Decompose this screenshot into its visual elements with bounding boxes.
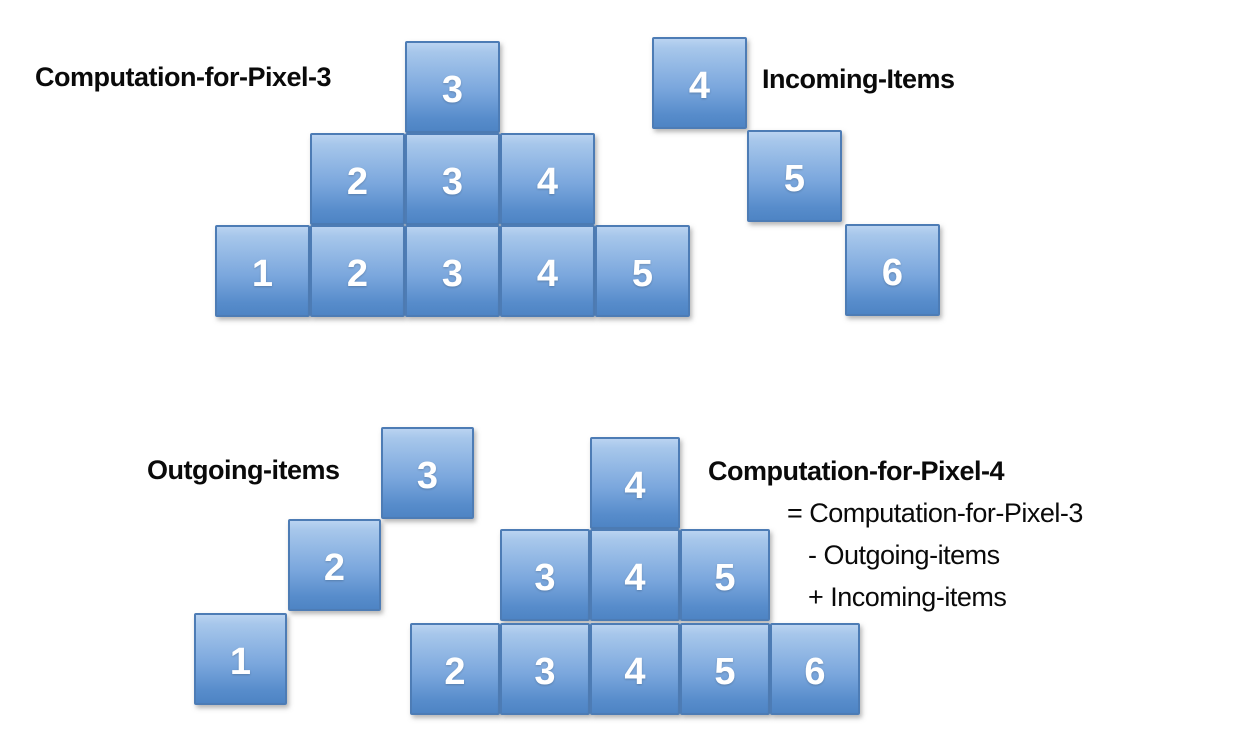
pixel4-box-r1-c4: 4 <box>590 437 680 529</box>
incoming-label: Incoming-Items <box>762 64 955 94</box>
outgoing-box-1: 1 <box>194 613 287 705</box>
incoming-box-4: 4 <box>652 37 747 129</box>
outgoing-label: Outgoing-items <box>147 455 340 485</box>
outgoing-box-3: 3 <box>381 427 474 519</box>
pixel3-box-r3-c2: 2 <box>310 225 405 317</box>
pixel4-box-r3-c2: 2 <box>410 623 500 715</box>
pixel4-formula-line-3: + Incoming-items <box>808 582 1007 612</box>
incoming-box-5: 5 <box>747 130 842 222</box>
pixel4-box-r3-c4: 4 <box>590 623 680 715</box>
pixel3-box-r2-c3: 3 <box>405 133 500 225</box>
pixel3-box-r2-c4: 4 <box>500 133 595 225</box>
pixel4-formula-line-2: - Outgoing-items <box>808 540 1000 570</box>
pixel4-box-r2-c4: 4 <box>590 529 680 621</box>
incoming-box-6: 6 <box>845 224 940 316</box>
pixel3-box-r3-c1: 1 <box>215 225 310 317</box>
pixel4-box-r3-c3: 3 <box>500 623 590 715</box>
pixel4-box-r2-c5: 5 <box>680 529 770 621</box>
pixel4-formula-line-1: = Computation-for-Pixel-3 <box>787 498 1083 528</box>
outgoing-box-2: 2 <box>288 519 381 611</box>
pixel3-box-r3-c5: 5 <box>595 225 690 317</box>
pixel4-label: Computation-for-Pixel-4 <box>708 456 1005 486</box>
pixel4-box-r3-c5: 5 <box>680 623 770 715</box>
pixel4-box-r3-c6: 6 <box>770 623 860 715</box>
pixel3-box-r3-c4: 4 <box>500 225 595 317</box>
pixel3-label: Computation-for-Pixel-3 <box>35 62 332 92</box>
pixel3-box-r3-c3: 3 <box>405 225 500 317</box>
pixel3-box-r1-c3: 3 <box>405 41 500 133</box>
pixel4-box-r2-c3: 3 <box>500 529 590 621</box>
pixel3-box-r2-c2: 2 <box>310 133 405 225</box>
